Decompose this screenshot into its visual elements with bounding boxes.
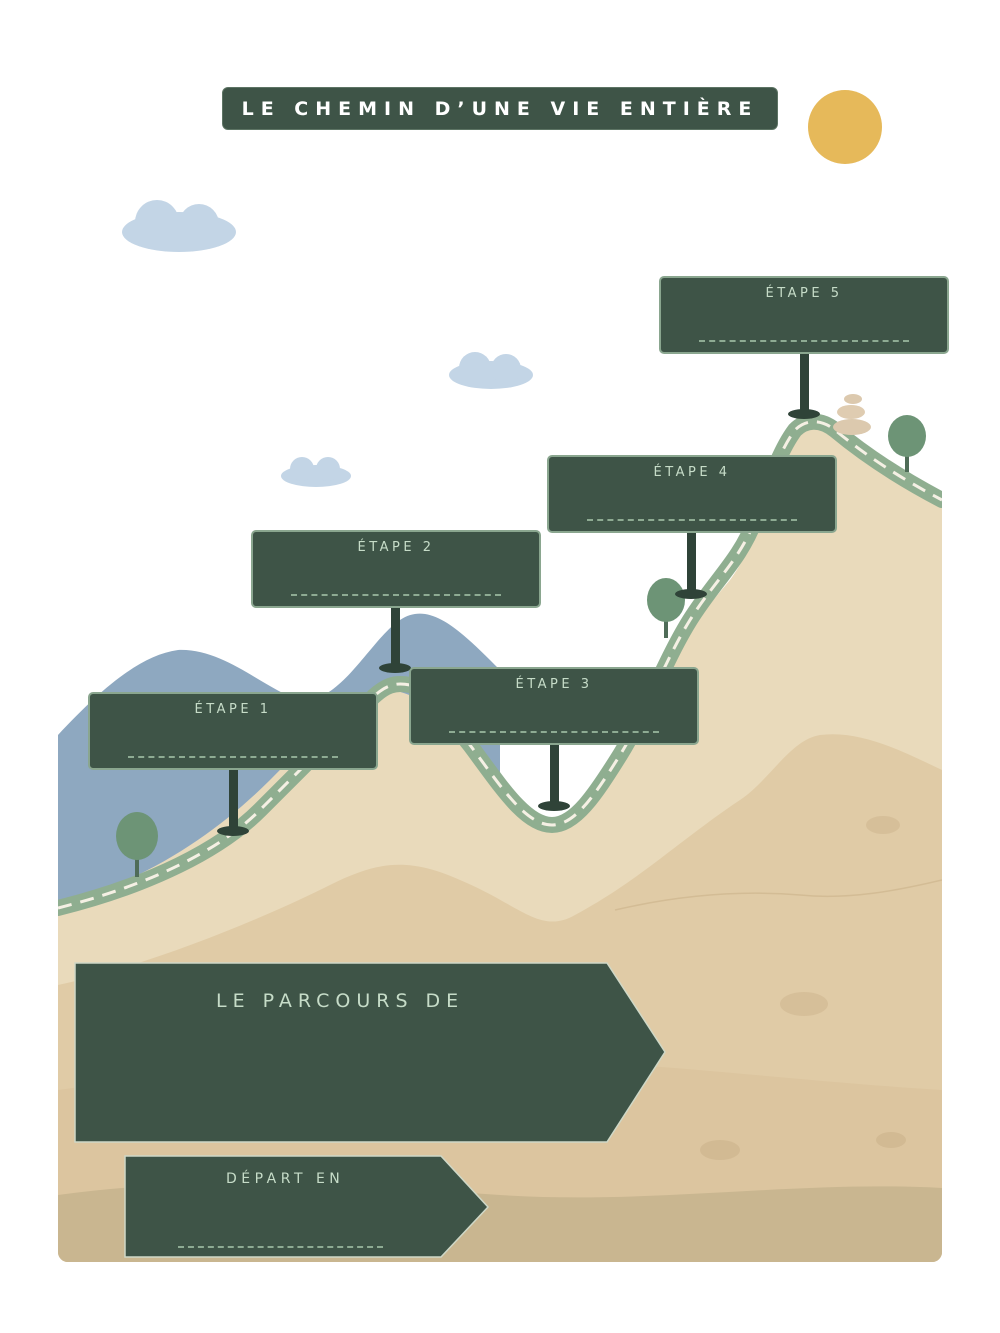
step-label: ÉTAPE 1 xyxy=(194,702,272,717)
tree-icon xyxy=(647,578,685,638)
cloud-icon xyxy=(281,457,351,487)
step-input-line[interactable] xyxy=(128,756,338,758)
pebble xyxy=(866,816,900,834)
step-sign-3[interactable]: ÉTAPE 3 xyxy=(409,667,699,745)
step-label: ÉTAPE 5 xyxy=(765,286,843,301)
depart-banner-shape xyxy=(124,1155,490,1258)
depart-input-line[interactable] xyxy=(178,1246,383,1248)
step-input-line[interactable] xyxy=(587,519,797,521)
step-sign-2[interactable]: ÉTAPE 2 xyxy=(251,530,541,608)
pebble xyxy=(700,1140,740,1160)
step-label: ÉTAPE 3 xyxy=(515,677,593,692)
step-sign-5[interactable]: ÉTAPE 5 xyxy=(659,276,949,354)
cloud-icon xyxy=(122,200,236,252)
sun-icon xyxy=(808,90,882,164)
road-dashes xyxy=(58,420,942,910)
step-sign-1[interactable]: ÉTAPE 1 xyxy=(88,692,378,770)
step-input-line[interactable] xyxy=(699,340,909,342)
tree-icon xyxy=(888,415,926,472)
step-input-line[interactable] xyxy=(449,731,659,733)
step-label: ÉTAPE 2 xyxy=(357,540,435,555)
signpost-pole xyxy=(217,353,820,836)
step-input-line[interactable] xyxy=(291,594,501,596)
tree-icon xyxy=(116,812,158,877)
depart-label: DÉPART EN xyxy=(226,1171,345,1187)
title-banner: LE CHEMIN D’UNE VIE ENTIÈRE xyxy=(222,87,778,130)
step-label: ÉTAPE 4 xyxy=(653,465,731,480)
parcours-label: LE PARCOURS DE xyxy=(216,990,465,1012)
pebble xyxy=(876,1132,906,1148)
step-sign-4[interactable]: ÉTAPE 4 xyxy=(547,455,837,533)
parcours-banner-shape xyxy=(74,962,666,1143)
stone-cairn-icon xyxy=(833,394,871,435)
pebble xyxy=(780,992,828,1016)
dune-line xyxy=(614,879,942,911)
cloud-icon xyxy=(449,352,533,389)
page-title: LE CHEMIN D’UNE VIE ENTIÈRE xyxy=(241,97,759,120)
